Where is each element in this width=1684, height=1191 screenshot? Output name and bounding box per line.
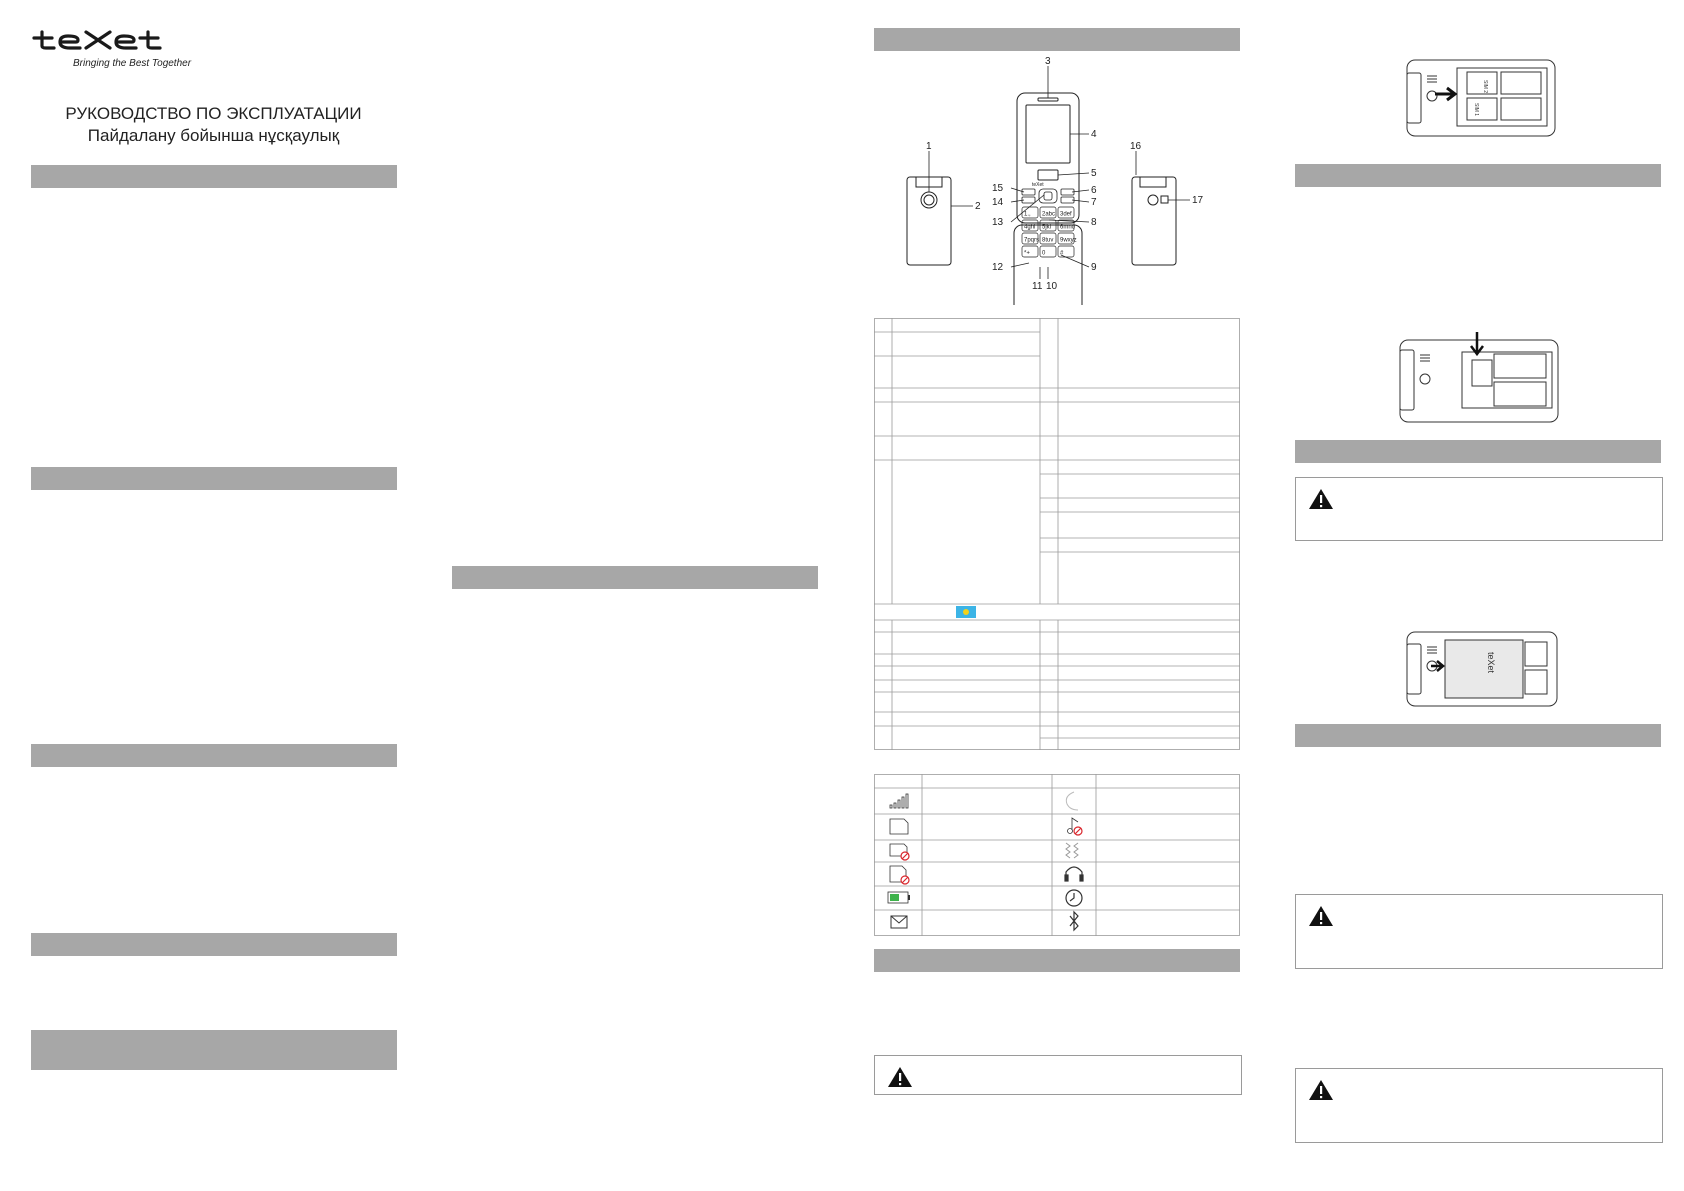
- silent-icon: [1067, 817, 1083, 836]
- keypad-key-label: 5jkl: [1042, 225, 1051, 231]
- warning-icon: [1309, 1080, 1333, 1100]
- keypad-key: [1039, 232, 1057, 245]
- section-header-bar: [452, 566, 818, 589]
- headset-icon: [1064, 866, 1084, 882]
- keypad-key: [1057, 219, 1075, 232]
- callout-number-14: 14: [992, 197, 1004, 208]
- warning-box: [874, 1055, 1242, 1095]
- alarm-icon: [1065, 889, 1083, 907]
- keypad-key: [1021, 245, 1039, 258]
- keypad-key: [1039, 245, 1057, 258]
- keypad-key-label: 9wxyz: [1060, 238, 1077, 244]
- kazakhstan-flag-icon: [956, 606, 976, 618]
- section-header-bar: [1295, 724, 1661, 747]
- memory-card-illustration: [1399, 332, 1559, 423]
- message-icon: [890, 915, 908, 929]
- callout-number-2: 2: [975, 201, 981, 212]
- sim2-label: SIM 2: [1482, 80, 1488, 93]
- keypad-key-label: 6mno: [1060, 225, 1076, 231]
- keypad-key: [1057, 232, 1075, 245]
- keypad-key-label: 0: [1042, 251, 1046, 257]
- keypad-key-label: 4ghi: [1024, 225, 1035, 231]
- section-header-bar: [874, 28, 1240, 51]
- section-header-bar: [874, 949, 1240, 972]
- keypad-key-label: 8tuv: [1042, 238, 1053, 244]
- warning-icon: [1309, 489, 1333, 509]
- warning-box: [1295, 894, 1663, 969]
- callout-number-7: 7: [1091, 197, 1097, 208]
- keypad-key: [1057, 206, 1075, 219]
- keypad-key: [1021, 219, 1039, 232]
- call-forward-icon: [1065, 791, 1079, 811]
- screen-brand: teXet: [1032, 182, 1044, 188]
- arrow-right-icon: [1435, 86, 1458, 102]
- bluetooth-icon: [1069, 910, 1079, 932]
- manual-title-kz: Пайдалану бойынша нұсқаулық: [87, 126, 340, 145]
- callout-number-10: 10: [1046, 281, 1058, 292]
- section-header-bar: [31, 1030, 397, 1070]
- callout-number-17: 17: [1192, 195, 1204, 206]
- keypad-key: [1039, 219, 1057, 232]
- callout-number-4: 4: [1091, 129, 1097, 140]
- arrow-right-icon: [1431, 660, 1445, 672]
- manual-title-ru: РУКОВОДСТВО ПО ЭКСПЛУАТАЦИИ: [65, 104, 362, 123]
- vibration-icon: [1065, 842, 1079, 859]
- sim-icon: [889, 818, 909, 835]
- callout-number-8: 8: [1091, 217, 1097, 228]
- callout-number-3: 3: [1045, 56, 1051, 67]
- keypad-key-label: 2abc: [1042, 212, 1055, 218]
- keypad-key-label: 3def: [1060, 212, 1072, 218]
- callout-number-6: 6: [1091, 185, 1097, 196]
- callout-number-12: 12: [992, 262, 1004, 273]
- keypad-key-label: *+: [1024, 251, 1030, 257]
- section-header-bar: [31, 744, 397, 767]
- callout-number-11: 11: [1032, 281, 1043, 292]
- warning-box: [1295, 477, 1663, 541]
- texet-logo: [32, 30, 162, 50]
- battery-icon: [887, 891, 910, 904]
- keypad-key-label: 7pqrs: [1024, 238, 1039, 244]
- no-sim-icon: [889, 843, 910, 861]
- sim-insert-illustration: SIM 2 SIM 1: [1406, 59, 1556, 137]
- battery-brand: teXet: [1486, 652, 1496, 674]
- warning-box: [1295, 1068, 1663, 1143]
- arrow-down-icon: [1470, 332, 1484, 357]
- sim-blocked-icon: [889, 865, 910, 885]
- section-header-bar: [31, 467, 397, 490]
- warning-icon: [888, 1067, 912, 1087]
- keypad-key-label: 1.,: [1024, 212, 1031, 218]
- section-header-bar: [31, 165, 397, 188]
- callout-number-5: 5: [1091, 168, 1097, 179]
- section-header-bar: [31, 933, 397, 956]
- battery-insert-illustration: teXet: [1406, 631, 1558, 707]
- section-header-bar: [1295, 440, 1661, 463]
- callout-number-1: 1: [926, 141, 932, 152]
- warning-icon: [1309, 906, 1333, 926]
- callout-number-13: 13: [992, 217, 1004, 228]
- keypad-key: [1039, 206, 1057, 219]
- sim1-label: SIM 1: [1473, 103, 1479, 116]
- brand-tagline: Bringing the Best Together: [73, 58, 192, 69]
- signal-icon: [889, 793, 909, 809]
- status-icons-table: [874, 774, 1240, 936]
- keypad-key: [1021, 232, 1039, 245]
- callout-number-15: 15: [992, 183, 1004, 194]
- specifications-table: [874, 318, 1240, 750]
- callout-number-16: 16: [1130, 141, 1142, 152]
- section-header-bar: [1295, 164, 1661, 187]
- keypad-key-label: #: [1060, 251, 1064, 257]
- callout-number-9: 9: [1091, 262, 1097, 273]
